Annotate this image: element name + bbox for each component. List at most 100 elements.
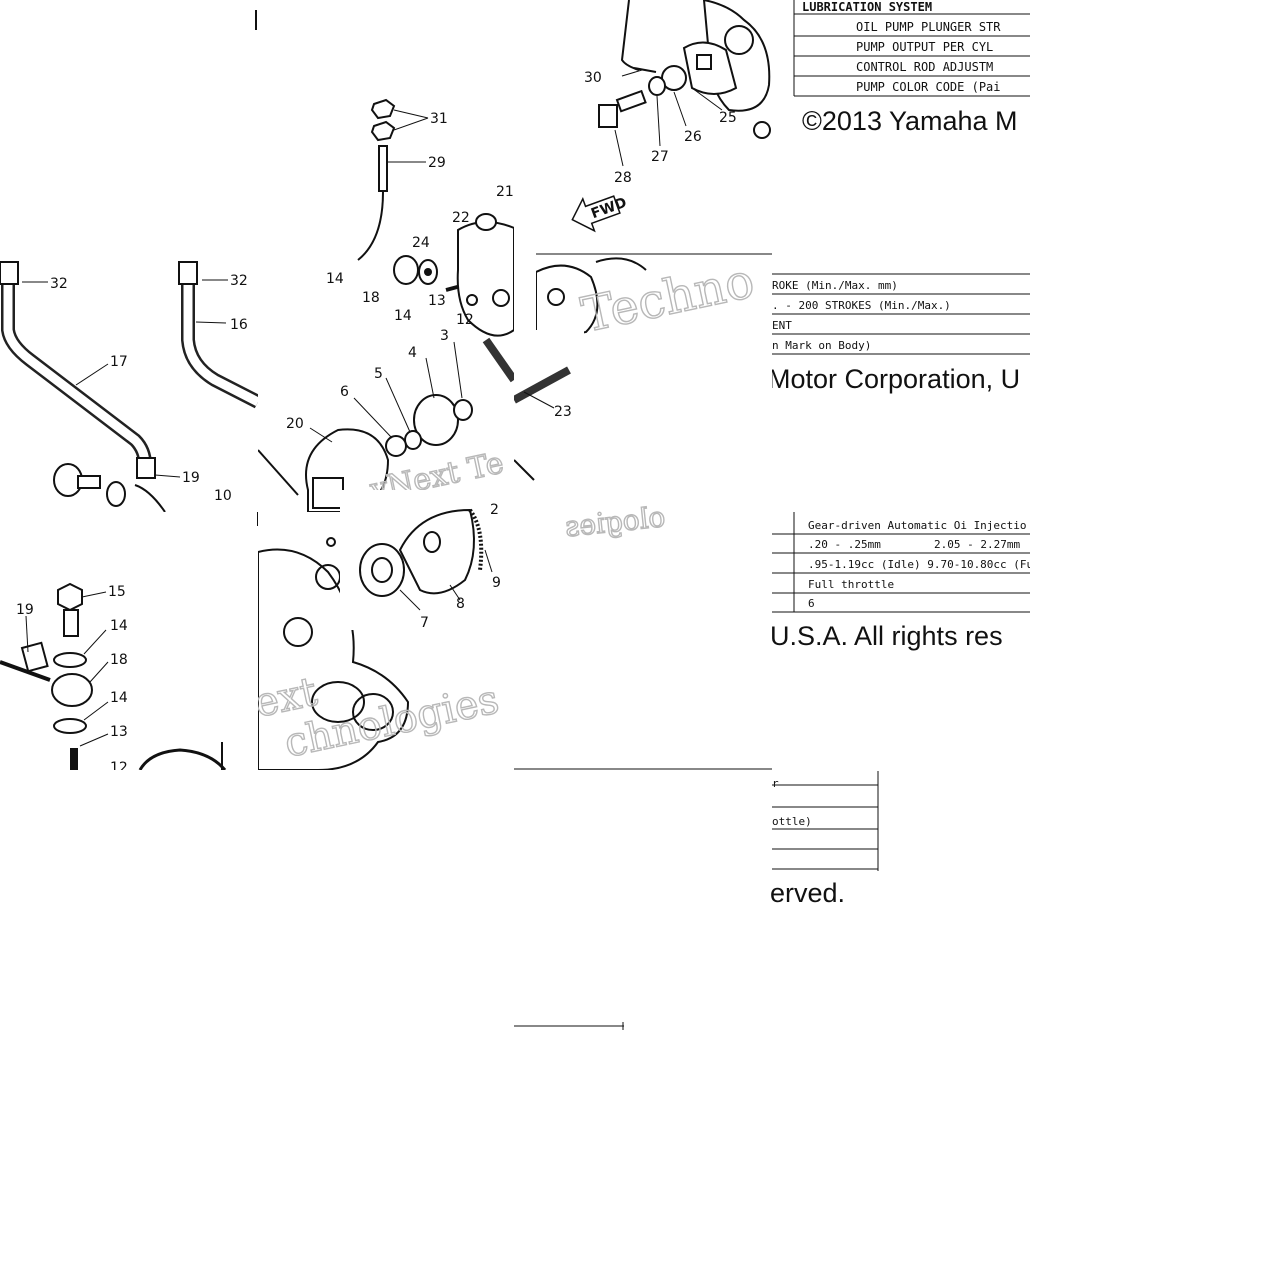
callout-3: 3 [440, 328, 449, 344]
callout-23: 23 [554, 404, 572, 420]
banjo-detail-drawing: 15 19 14 18 14 13 12 [0, 512, 258, 770]
callout-24: 24 [412, 235, 430, 251]
callout-12: 12 [110, 760, 128, 770]
callout-7: 7 [420, 615, 429, 630]
spec-value: Gear-driven Automatic Oi Injectio [808, 519, 1027, 532]
callout-6: 6 [340, 384, 349, 400]
callout-19: 19 [182, 470, 200, 486]
spec-row-label: . - 200 STROKES (Min./Max.) [772, 299, 951, 312]
spec-row-label: PUMP OUTPUT PER CYL [856, 40, 993, 54]
spec-row-label: ROKE (Min./Max. mm) [772, 279, 898, 292]
callout-28: 28 [614, 170, 632, 186]
spec-value: Full throttle [808, 578, 894, 591]
spec-table-tile-top: LUBRICATION SYSTEM OIL PUMP PLUNGER STR … [772, 0, 1030, 155]
pipe-drawing: 32 17 19 32 16 10 [0, 10, 258, 512]
callout-30: 30 [584, 70, 602, 86]
banjo-18 [51, 673, 93, 707]
callout-13: 13 [110, 724, 128, 740]
callout-2: 2 [490, 502, 499, 518]
pump-drawing: vNext Te 31 29 14 18 24 14 13 12 22 21 4… [258, 98, 514, 512]
pump-detail-drawing: FWD 30 25 26 27 28 [571, 0, 771, 233]
washer [106, 481, 126, 507]
gear-drawing: 7 8 9 2 [359, 502, 501, 630]
diagram-tile-gear: 7 8 9 2 [340, 490, 530, 630]
callout-17: 17 [110, 354, 128, 370]
callout-31: 31 [430, 111, 448, 127]
spec-row-label: ottle) [772, 815, 812, 828]
control-cable [357, 191, 384, 261]
gear-8 [398, 508, 475, 595]
spec-value: 2.05 - 2.27mm [934, 538, 1020, 551]
callout-18: 18 [110, 652, 128, 668]
callout-13: 13 [428, 293, 446, 309]
callout-22: 22 [452, 210, 470, 226]
watermark-tile: ologies [514, 500, 674, 540]
lower-rules: r ottle) erved. [514, 768, 879, 908]
callout-18: 18 [362, 290, 380, 306]
spec-table-values: Gear-driven Automatic Oi Injectio .20 - … [772, 512, 1030, 651]
spec-value: .20 - .25mm [808, 538, 881, 551]
spec-row-label: OIL PUMP PLUNGER STR [856, 20, 1001, 34]
callout-5: 5 [374, 366, 383, 382]
rules-tile: r ottle) erved. [514, 765, 884, 915]
callout-20: 20 [286, 416, 304, 432]
forward-arrow-icon: FWD [571, 195, 629, 233]
callout-10: 10 [214, 488, 232, 504]
spec-row-label: PUMP COLOR CODE (Pai [856, 80, 1001, 94]
spec-value: 6 [808, 597, 815, 610]
callout-32: 32 [50, 276, 68, 292]
crankcase-drawing: chnologies ext [258, 537, 504, 770]
spec-title: LUBRICATION SYSTEM [802, 0, 932, 14]
small-rule [514, 1022, 624, 1030]
stud-23 [514, 366, 571, 404]
callout-29: 29 [428, 155, 446, 171]
washer-27 [648, 76, 666, 96]
copyright-line: U.S.A. All rights res [772, 621, 1003, 651]
small-rule-tile [514, 1020, 626, 1032]
callout-16: 16 [230, 317, 248, 333]
callout-14: 14 [110, 690, 128, 706]
spec-row-label: n Mark on Body) [772, 339, 871, 352]
nut-32-right [178, 261, 198, 285]
bolt-15 [57, 582, 83, 612]
callout-15: 15 [108, 584, 126, 600]
callout-25: 25 [719, 110, 737, 126]
copyright-line: Motor Corporation, U [772, 364, 1020, 394]
callout-14: 14 [394, 308, 412, 324]
callout-12: 12 [456, 312, 474, 328]
diagram-tile-center-top: vNext Te 31 29 14 18 24 14 13 12 22 21 4… [258, 0, 514, 512]
callout-26: 26 [684, 129, 702, 145]
watermark-mirrored: ologies [563, 500, 668, 540]
callout-8: 8 [456, 596, 465, 612]
washer-14 [53, 652, 87, 668]
callout-21: 21 [496, 184, 514, 200]
washer-4 [413, 394, 459, 446]
callout-32: 32 [230, 273, 248, 289]
spec-value: .95-1.19cc (Idle) 9.70-10.80cc (Full Thr [808, 558, 1030, 571]
copyright-line: erved. [770, 878, 845, 908]
body-drawing: Techno [536, 252, 772, 395]
diagram-tile-right-top: FWD 30 25 26 27 28 [514, 0, 772, 258]
sleeve-19 [136, 457, 156, 479]
watermark: ologies [563, 500, 666, 540]
spec-row-label: r [772, 777, 779, 790]
spec-table-middle: ROKE (Min./Max. mm) . - 200 STROKES (Min… [772, 273, 1030, 394]
spec-table-top: LUBRICATION SYSTEM OIL PUMP PLUNGER STR … [793, 0, 1030, 136]
spec-table-tile-middle: ROKE (Min./Max. mm) . - 200 STROKES (Min… [772, 258, 1030, 398]
spec-table-tile-values: Gear-driven Automatic Oi Injectio .20 - … [772, 512, 1030, 652]
nut-31 [370, 98, 396, 120]
diagram-tile-left-bottom: 15 19 14 18 14 13 12 [0, 512, 258, 770]
callout-9: 9 [492, 575, 501, 591]
nut-32-left [0, 261, 19, 285]
callout-19: 19 [16, 602, 34, 618]
diagram-tile-stud: 23 [514, 330, 584, 512]
callout-4: 4 [408, 345, 417, 361]
spec-row-label: ENT [772, 319, 792, 332]
callout-14: 14 [110, 618, 128, 634]
callout-27: 27 [651, 149, 669, 165]
stud-29 [378, 145, 388, 192]
stud-drawing: 23 [514, 366, 572, 481]
bolt-28 [598, 104, 618, 128]
callout-14: 14 [326, 271, 344, 287]
watermark: Techno [577, 253, 759, 344]
